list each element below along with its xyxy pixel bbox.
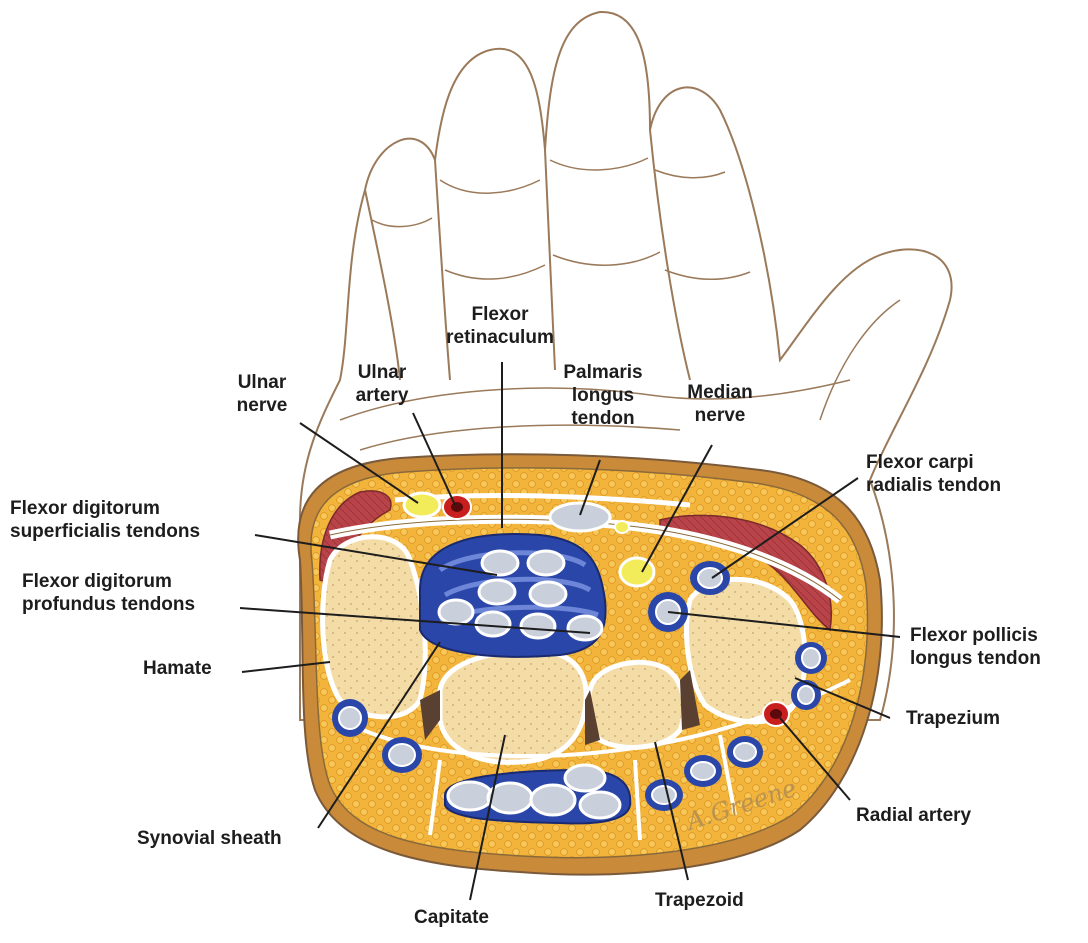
median-nerve — [620, 558, 654, 586]
label-ulnar-nerve: Ulnar nerve — [222, 371, 302, 417]
label-radial-artery: Radial artery — [856, 804, 971, 827]
trapezium-bone — [686, 579, 805, 722]
wrist-cross-section: A.Greene — [298, 454, 882, 874]
label-synovial-sheath: Synovial sheath — [137, 827, 282, 850]
label-flexor-pollicis-longus-tendon: Flexor pollicis longus tendon — [910, 624, 1041, 670]
label-trapezium: Trapezium — [906, 707, 1000, 730]
palmaris-longus — [550, 503, 610, 531]
label-flexor-digitorum-profundus-tendons: Flexor digitorum profundus tendons — [22, 570, 195, 616]
label-capitate: Capitate — [414, 906, 489, 929]
label-hamate: Hamate — [143, 657, 212, 680]
label-median-nerve: Median nerve — [680, 381, 760, 427]
trapezoid-bone — [588, 662, 684, 747]
capitate-bone — [440, 651, 586, 762]
label-flexor-digitorum-superficialis-tendons: Flexor digitorum superficialis tendons — [10, 497, 200, 543]
hamate-bone — [323, 537, 426, 717]
label-trapezoid: Trapezoid — [655, 889, 744, 912]
label-ulnar-artery: Ulnar artery — [342, 361, 422, 407]
label-flexor-carpi-radialis-tendon: Flexor carpi radialis tendon — [866, 451, 1001, 497]
label-flexor-retinaculum: Flexor retinaculum — [425, 303, 575, 349]
label-palmaris-longus-tendon: Palmaris longus tendon — [548, 361, 658, 430]
